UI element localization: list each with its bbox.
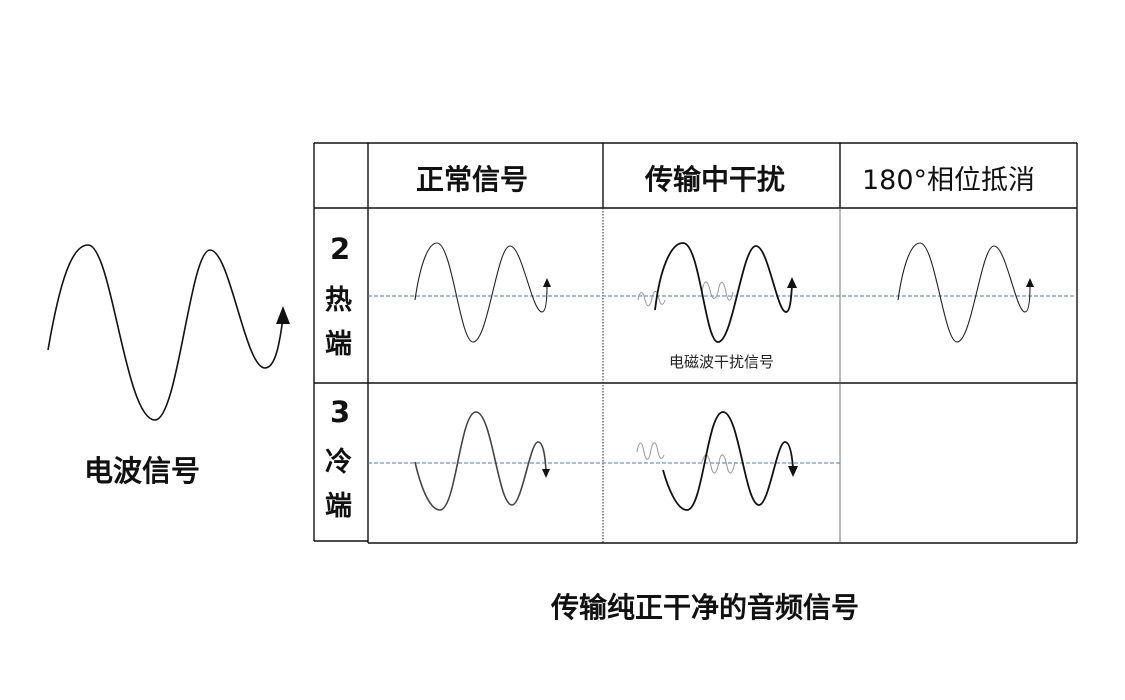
hot-cancel-wave bbox=[897, 242, 1031, 343]
column-header-interference: 传输中干扰 bbox=[645, 163, 786, 196]
cold-interference-noise bbox=[636, 442, 736, 474]
row-cold-char-1: 冷 bbox=[325, 447, 352, 478]
row-cold-char-2: 端 bbox=[325, 491, 352, 522]
cold-normal-wave bbox=[414, 411, 547, 511]
row-hot-char-2: 端 bbox=[325, 329, 352, 360]
source-label: 电波信号 bbox=[84, 454, 201, 488]
result-caption: 传输纯正干净的音频信号 bbox=[551, 591, 860, 624]
column-header-normal: 正常信号 bbox=[416, 163, 529, 196]
cold-interference-wave bbox=[662, 411, 794, 511]
hot-normal-arrowhead bbox=[543, 278, 551, 287]
interference-note: 电磁波干扰信号 bbox=[669, 353, 775, 371]
source-wave-path bbox=[47, 244, 284, 421]
cold-interference-arrowhead bbox=[788, 466, 798, 477]
hot-cancel-arrowhead bbox=[1026, 278, 1034, 287]
row-cold-number: 3 bbox=[330, 395, 351, 429]
hot-normal-wave bbox=[414, 242, 548, 343]
source-wave-arrowhead bbox=[276, 306, 290, 324]
row-hot-char-1: 热 bbox=[325, 285, 352, 316]
hot-interference-wave bbox=[654, 242, 793, 343]
cold-normal-arrowhead bbox=[542, 469, 550, 478]
hot-interference-arrowhead bbox=[787, 277, 797, 288]
hot-interference-noise bbox=[637, 281, 734, 307]
column-header-cancel: 180°相位抵消 bbox=[862, 165, 1036, 196]
row-hot-number: 2 bbox=[330, 232, 351, 266]
